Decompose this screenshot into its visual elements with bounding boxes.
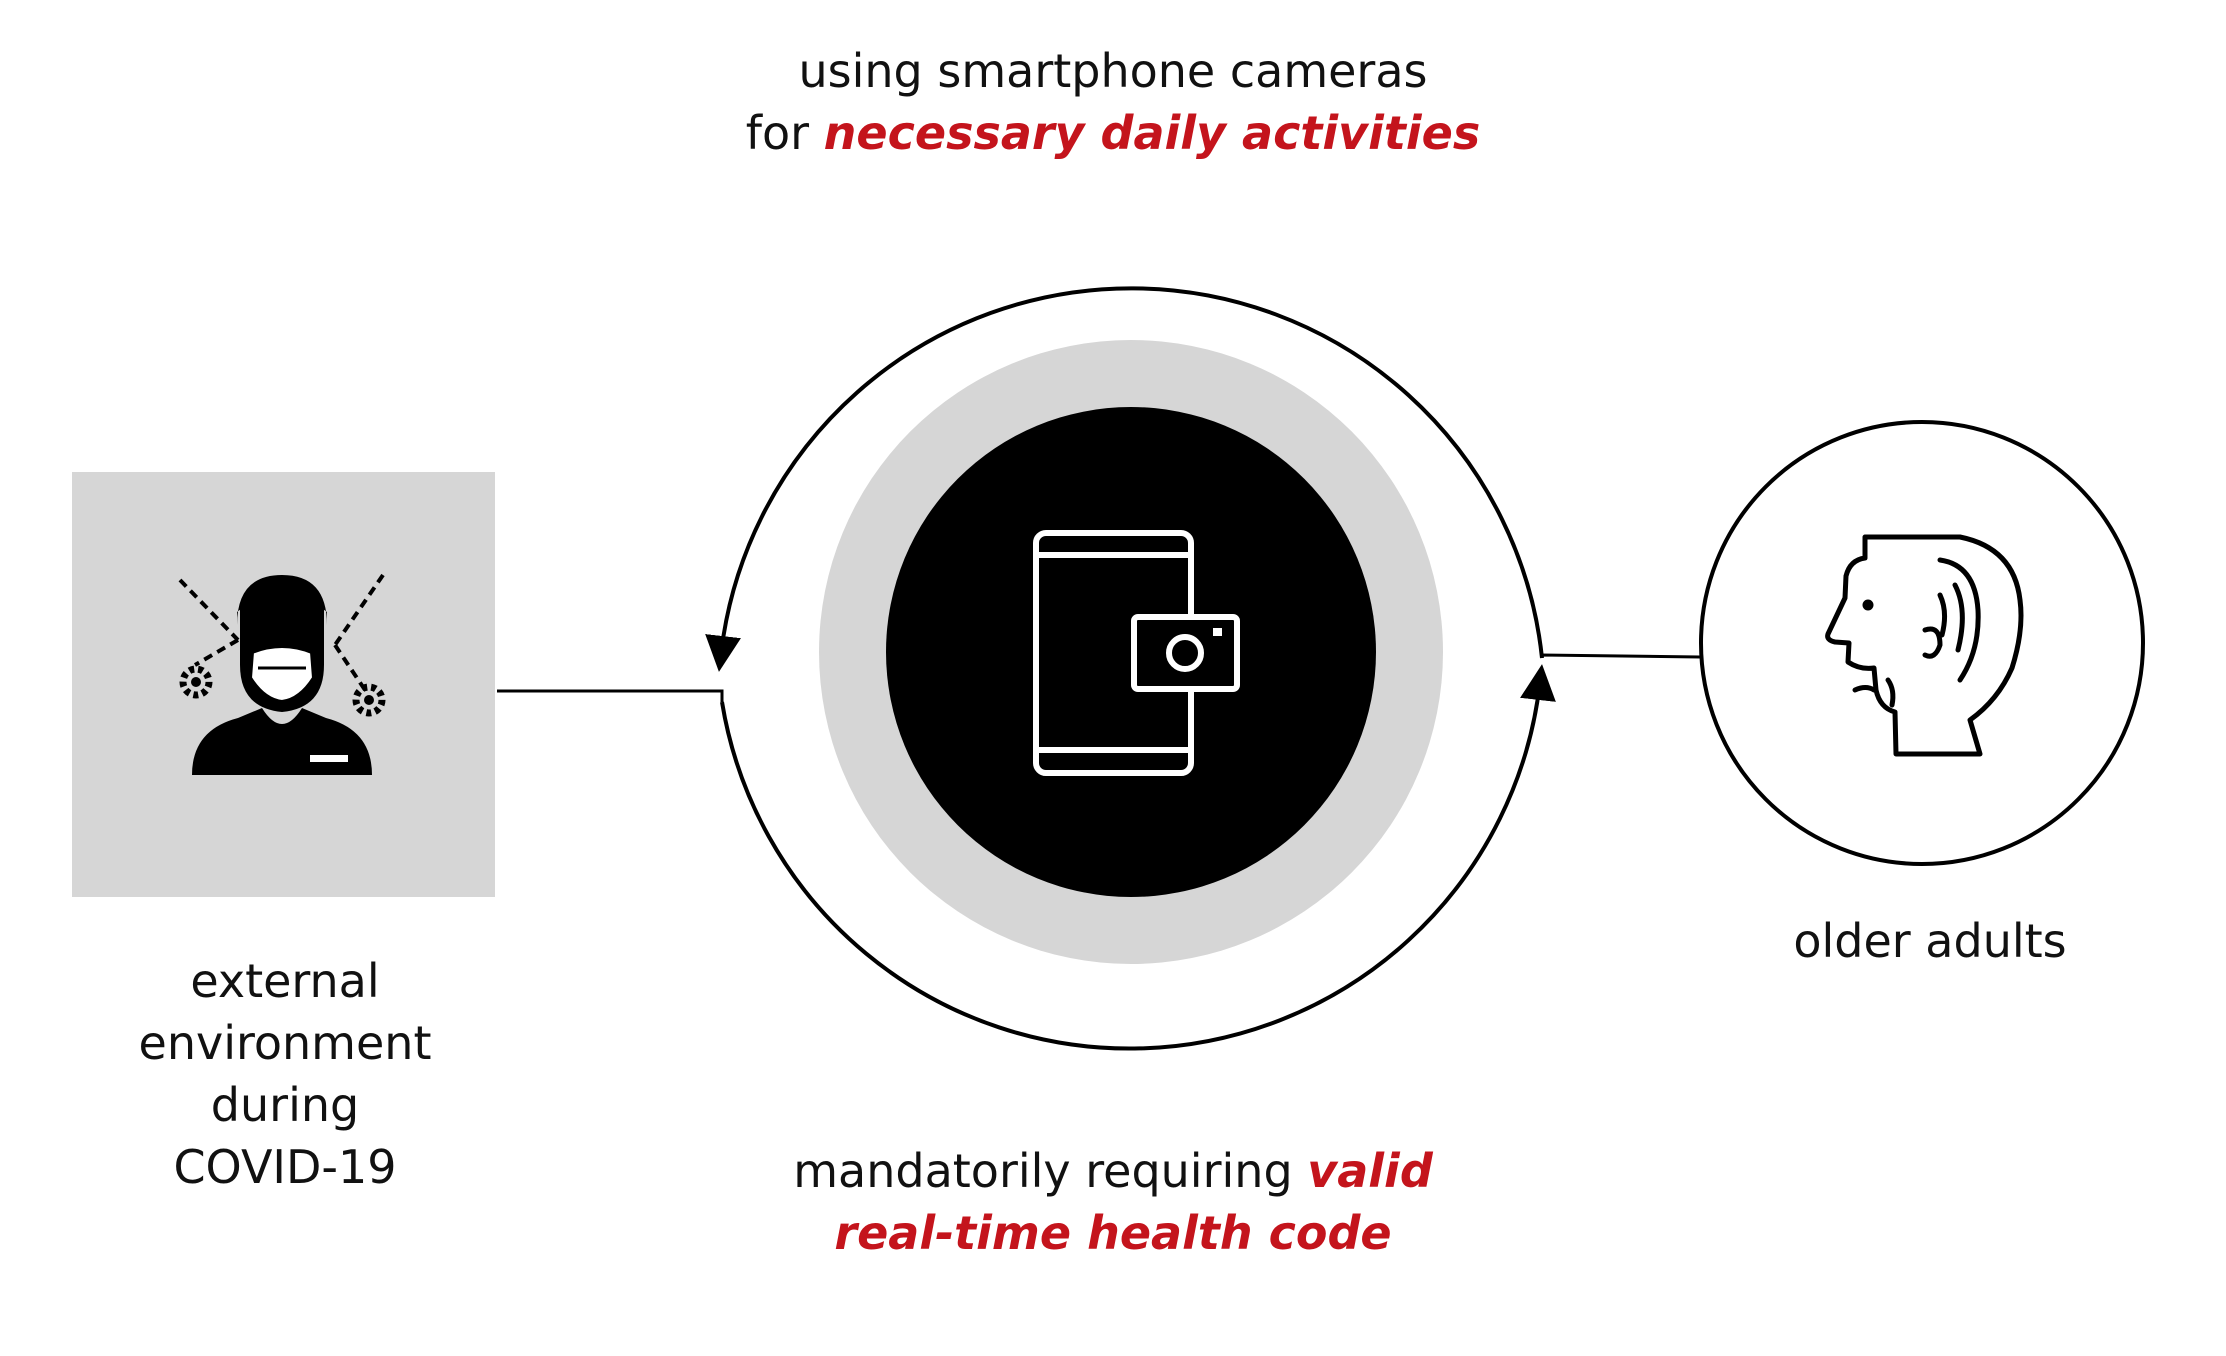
older-adults-circle: [1699, 420, 2145, 866]
top-caption-line1: using smartphone cameras: [798, 44, 1428, 98]
bottom-caption-emphasis-1: valid: [1307, 1144, 1433, 1198]
right-connector-line: [1540, 653, 1701, 659]
elderly-head-hearing-icon: [1825, 534, 2024, 757]
cycle-arrow-upper: [705, 286, 1544, 672]
bottom-caption-emphasis-2: real-time health code: [834, 1206, 1392, 1260]
bottom-caption: mandatorily requiring valid real-time he…: [563, 1140, 1663, 1264]
bottom-caption-line1: mandatorily requiring valid: [563, 1140, 1663, 1202]
left-label-line: environment: [138, 1016, 432, 1070]
left-connector-line: [497, 689, 724, 702]
top-caption-line2: for necessary daily activities: [613, 102, 1613, 164]
top-caption: using smartphone cameras for necessary d…: [613, 40, 1613, 164]
bottom-caption-line1-prefix: mandatorily requiring: [793, 1144, 1308, 1198]
left-label-line: external: [190, 954, 380, 1008]
left-label-line: COVID-19: [173, 1140, 397, 1194]
left-node-label: external environment during COVID-19: [65, 950, 505, 1198]
right-node-label: older adults: [1793, 914, 2067, 968]
top-caption-line2-prefix: for: [745, 106, 824, 160]
smartphone-camera-icon: [1033, 530, 1240, 776]
cycle-arrow-lower: [720, 664, 1556, 1051]
left-label-line: during: [210, 1078, 360, 1132]
masked-person-virus-icon: [178, 573, 386, 775]
top-caption-emphasis: necessary daily activities: [823, 106, 1481, 160]
